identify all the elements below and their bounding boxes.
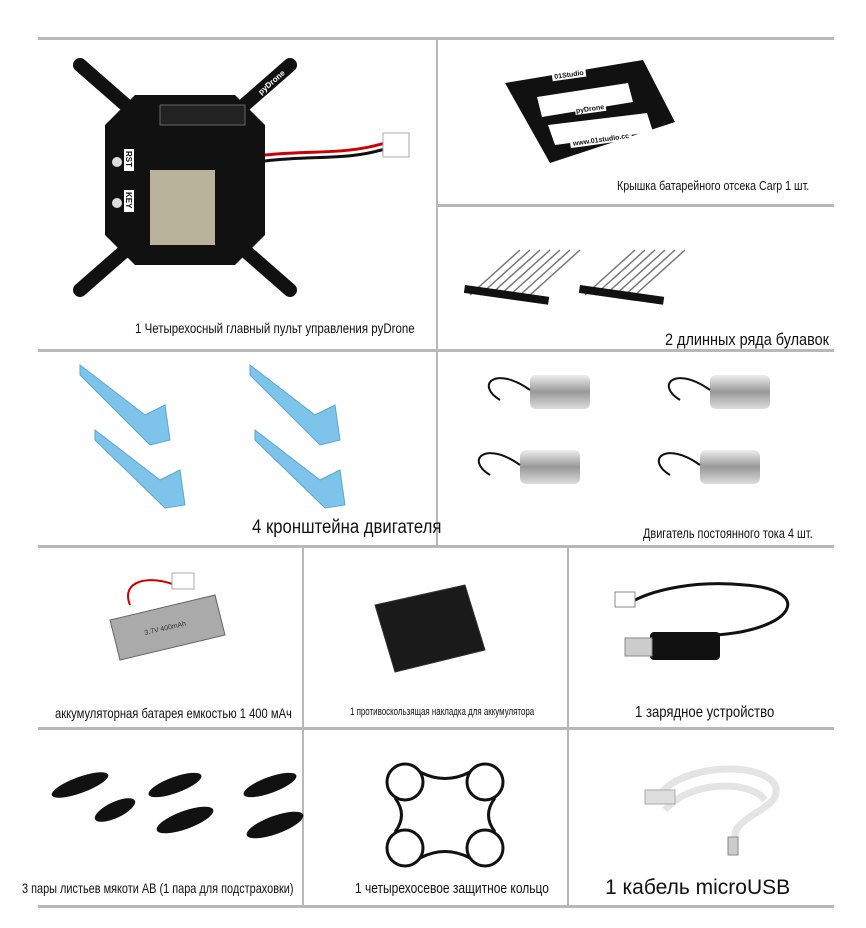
pin-headers-image bbox=[463, 249, 686, 305]
caption-motor-brackets: 4 кронштейна двигателя bbox=[252, 517, 442, 538]
divider bbox=[38, 905, 834, 908]
divider bbox=[437, 204, 834, 207]
battery-image: 3.7V 400mAh bbox=[109, 572, 226, 661]
caption-battery-cover: Крышка батарейного отсека Carp 1 шт. bbox=[617, 178, 810, 193]
caption-anti-slip-pad: 1 противоскользящая накладка для аккумул… bbox=[350, 706, 535, 718]
caption-dc-motors: Двигатель постоянного тока 4 шт. bbox=[643, 525, 813, 541]
microusb-cable-image bbox=[644, 765, 780, 856]
propellers-image bbox=[51, 772, 304, 839]
divider bbox=[38, 349, 834, 352]
cover-label-brand: 01Studio bbox=[554, 70, 584, 81]
motor-brackets-image bbox=[79, 363, 346, 509]
protective-ring-image bbox=[385, 762, 505, 868]
rst-label: RST bbox=[124, 151, 133, 167]
divider bbox=[302, 545, 304, 907]
divider bbox=[436, 38, 438, 546]
divider bbox=[567, 545, 569, 907]
divider bbox=[38, 545, 834, 548]
caption-battery: аккумуляторная батарея емкостью 1 400 мА… bbox=[55, 705, 292, 721]
dc-motors-image bbox=[477, 375, 770, 484]
battery-cover-image: 01Studio pyDrone www.01studio.cc bbox=[505, 60, 675, 163]
caption-charger: 1 зарядное устройство bbox=[635, 704, 775, 721]
caption-flight-controller: 1 Четырехосный главный пульт управления … bbox=[135, 320, 415, 336]
caption-protective-ring: 1 четырехосевое защитное кольцо bbox=[355, 880, 549, 897]
divider bbox=[38, 727, 834, 730]
caption-pin-headers: 2 длинных ряда булавок bbox=[665, 330, 829, 349]
flight-controller-image: pyDrone RST KEY bbox=[73, 58, 410, 297]
key-label: KEY bbox=[124, 192, 133, 209]
caption-propellers: 3 пары листьев мякоти AB (1 пара для под… bbox=[22, 880, 294, 896]
caption-microusb-cable: 1 кабель microUSB bbox=[605, 876, 791, 899]
charger-image bbox=[614, 582, 790, 660]
cover-label-pydrone: pyDrone bbox=[576, 104, 605, 115]
anti-slip-pad-image bbox=[374, 584, 486, 673]
